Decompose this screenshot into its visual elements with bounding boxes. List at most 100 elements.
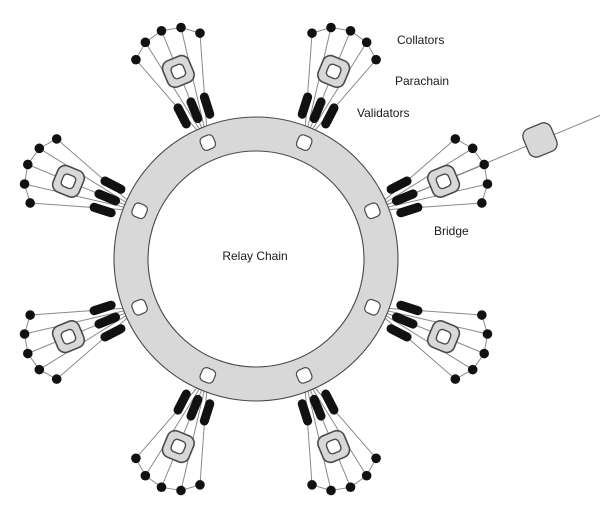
collator-node <box>307 480 317 490</box>
validator-node <box>199 92 215 119</box>
collator-node <box>326 485 336 496</box>
collator-node <box>51 134 62 144</box>
collator-node <box>140 470 151 481</box>
collator-node <box>361 37 372 48</box>
collator-node <box>479 348 489 359</box>
validator-node <box>199 399 215 426</box>
collator-node <box>345 26 356 36</box>
parachain-cluster-wnw <box>19 134 126 218</box>
collator-node <box>467 364 478 375</box>
cluster-lines-ese <box>372 306 488 380</box>
collator-node <box>156 26 167 36</box>
relay-chain-ring <box>113 116 399 402</box>
validator-node <box>391 189 418 206</box>
collator-node <box>131 453 141 464</box>
validator-node <box>186 97 203 124</box>
parachain-node <box>317 429 351 464</box>
collator-node <box>131 54 141 65</box>
ring-gate-wsw <box>131 298 148 316</box>
validator-node <box>321 103 339 129</box>
ring-gate-ssw <box>199 367 217 384</box>
parachain-cluster-ssw <box>131 389 215 496</box>
collator-node <box>361 470 372 481</box>
collator-node <box>345 482 356 492</box>
validator-node <box>89 202 116 218</box>
validator-node <box>321 389 339 415</box>
collator-node <box>25 198 35 208</box>
ring-gate-sse <box>295 367 313 384</box>
validator-node <box>396 300 423 316</box>
collator-node <box>307 28 317 38</box>
validator-node <box>309 97 326 124</box>
parachain-cluster-sse <box>297 389 381 496</box>
collator-node <box>467 143 478 154</box>
collator-node <box>140 37 151 48</box>
collator-node <box>482 179 493 189</box>
parachain-cluster-wsw <box>19 300 126 384</box>
collator-node <box>23 348 33 359</box>
collator-node <box>326 22 336 33</box>
validators-label: Validators <box>357 106 410 120</box>
collator-node <box>156 482 167 492</box>
ring-gate-nnw <box>199 134 217 151</box>
parachain-cluster-nnw <box>131 22 215 129</box>
collator-node <box>371 453 381 464</box>
parachain-node <box>317 54 351 89</box>
validator-node <box>309 394 326 421</box>
collator-node <box>479 159 489 170</box>
parachain-node <box>51 164 86 198</box>
collator-node <box>23 159 33 170</box>
parachain-node <box>426 320 461 354</box>
collator-node <box>176 22 186 33</box>
collator-node <box>19 329 30 339</box>
collator-node <box>19 179 30 189</box>
parachain-node-bridge <box>426 164 461 198</box>
validator-node <box>386 176 412 194</box>
cluster-lines-nnw <box>135 27 209 143</box>
validator-node <box>391 312 418 329</box>
validator-node <box>94 189 121 206</box>
collator-node <box>477 310 487 320</box>
collator-node <box>195 28 205 38</box>
collator-node <box>176 485 186 496</box>
collator-node <box>195 480 205 490</box>
parachain-cluster-nne <box>297 22 381 129</box>
bridge-label: Bridge <box>434 224 469 238</box>
parachain-node <box>161 54 195 89</box>
validator-node <box>173 389 191 415</box>
parachain-cluster-ese <box>386 300 493 384</box>
collator-node <box>25 310 35 320</box>
collator-node <box>371 54 381 65</box>
validator-node <box>89 300 116 316</box>
collators-label: Collators <box>397 33 445 47</box>
parachain-cluster-ene <box>386 134 493 218</box>
parachain-node <box>51 320 86 354</box>
collator-node <box>450 134 461 144</box>
validator-node <box>386 324 412 342</box>
collator-node <box>34 143 45 154</box>
ring-gate-nne <box>295 134 313 151</box>
validator-node <box>186 394 203 421</box>
collator-node <box>51 374 62 384</box>
collator-node <box>34 364 45 375</box>
ring-gate-ese <box>364 298 381 316</box>
ring-gate-wnw <box>131 202 148 220</box>
collator-node <box>477 198 487 208</box>
validator-node <box>100 176 126 194</box>
ring-gate-ene <box>364 202 381 220</box>
validator-node <box>396 202 423 218</box>
collator-node <box>450 374 461 384</box>
parachain-node <box>161 429 195 464</box>
cluster-lines-sse <box>303 375 377 491</box>
validator-node <box>94 312 121 329</box>
ring-inner-circle <box>147 150 365 368</box>
bridge-node <box>522 122 558 158</box>
relay-chain-label: Relay Chain <box>222 249 288 263</box>
validator-node <box>173 103 191 129</box>
nodes-layer <box>19 22 558 496</box>
validator-node <box>297 92 313 119</box>
validator-node <box>100 324 126 342</box>
collator-node <box>482 329 493 339</box>
